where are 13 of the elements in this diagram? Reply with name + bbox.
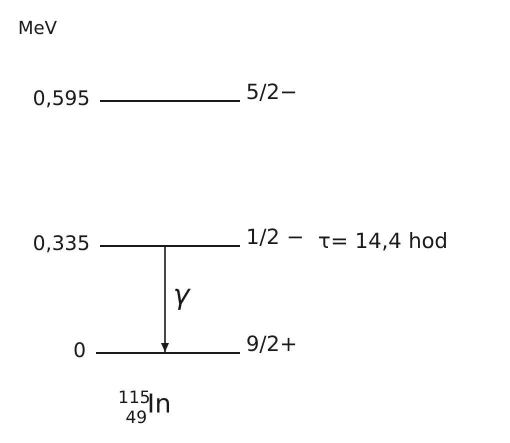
energy-value: 0,335 bbox=[32, 231, 90, 255]
half-life-label: τ= 14,4 hod bbox=[318, 229, 448, 253]
spin-parity: 9/2+ bbox=[246, 332, 298, 356]
energy-level-line bbox=[96, 352, 240, 354]
energy-value: 0,595 bbox=[32, 86, 90, 110]
unit-label: MeV bbox=[18, 18, 57, 39]
energy-value: 0 bbox=[73, 338, 86, 362]
spin-parity: 1/2 − bbox=[246, 225, 304, 249]
spin-parity: 5/2− bbox=[246, 80, 298, 104]
transition-arrow bbox=[161, 247, 169, 352]
energy-level-line bbox=[100, 245, 240, 247]
edge-label: γ bbox=[173, 278, 190, 310]
energy-level-line bbox=[100, 100, 240, 102]
